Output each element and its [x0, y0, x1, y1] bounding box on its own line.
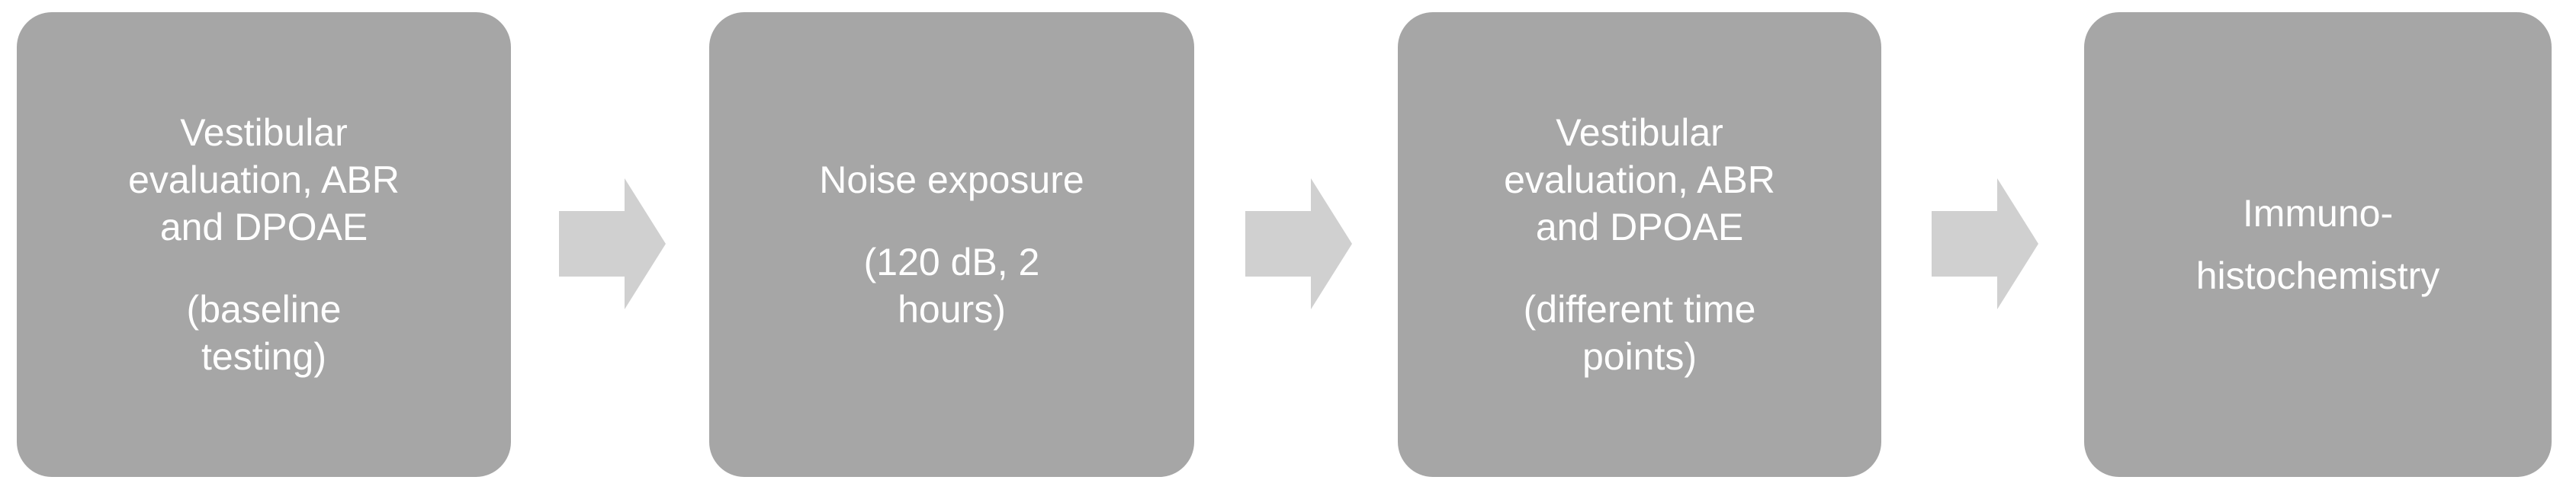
- step-4-text-block: Immuno- histochemistry: [2084, 182, 2552, 307]
- step-1-detail-line-1: (baseline: [186, 288, 342, 331]
- step-1-text-block: Vestibular evaluation, ABR and DPOAE (ba…: [17, 109, 511, 380]
- arrow-step3-to-step4: [1932, 178, 2038, 309]
- step-3-line-2: evaluation, ABR: [1504, 158, 1775, 201]
- step-1-detail-line-2: testing): [201, 335, 326, 378]
- step-1-line-1: Vestibular: [180, 111, 348, 154]
- right-arrow-icon: [1245, 178, 1352, 309]
- process-step-post-exposure-testing[interactable]: Vestibular evaluation, ABR and DPOAE (di…: [1398, 12, 1881, 477]
- step-3-line-3: and DPOAE: [1535, 206, 1744, 248]
- step-4-line-1: Immuno-: [2242, 192, 2394, 235]
- arrow-step2-to-step3: [1245, 178, 1352, 309]
- step-2-line-1: Noise exposure: [819, 158, 1084, 201]
- step-3-text-block: Vestibular evaluation, ABR and DPOAE (di…: [1398, 109, 1881, 380]
- right-arrow-icon: [1932, 178, 2038, 309]
- step-3-detail-line-1: (different time: [1523, 288, 1756, 331]
- process-step-noise-exposure[interactable]: Noise exposure (120 dB, 2 hours): [709, 12, 1194, 477]
- step-1-line-3: and DPOAE: [159, 206, 368, 248]
- step-1-line-2: evaluation, ABR: [128, 158, 400, 201]
- step-3-line-1: Vestibular: [1556, 111, 1723, 154]
- right-arrow-icon: [559, 178, 666, 309]
- step-2-text-block: Noise exposure (120 dB, 2 hours): [709, 156, 1194, 333]
- arrow-step1-to-step2: [559, 178, 666, 309]
- step-2-detail-line-2: hours): [898, 288, 1006, 331]
- process-step-baseline-testing[interactable]: Vestibular evaluation, ABR and DPOAE (ba…: [17, 12, 511, 477]
- step-2-detail-line-1: (120 dB, 2: [863, 241, 1040, 283]
- process-step-immunohistochemistry[interactable]: Immuno- histochemistry: [2084, 12, 2552, 477]
- step-4-line-2: histochemistry: [2195, 254, 2440, 297]
- step-3-detail-line-2: points): [1582, 335, 1698, 378]
